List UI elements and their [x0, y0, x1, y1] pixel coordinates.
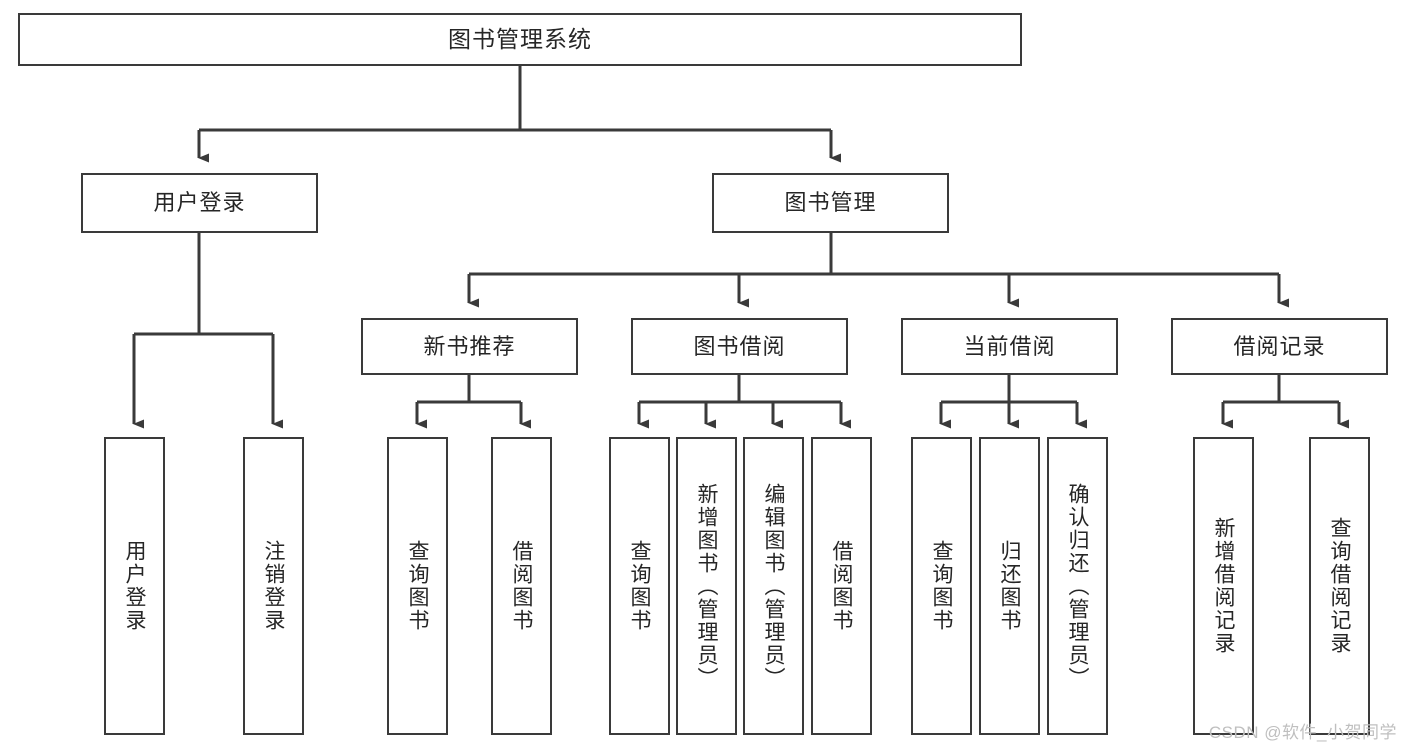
- leaf-book-borrow-query[interactable]: 查询图书: [609, 437, 670, 735]
- leaf-current-borrow-confirm-return[interactable]: 确认归还（管理员）: [1047, 437, 1108, 735]
- leaf-book-borrow-add[interactable]: 新增图书（管理员）: [676, 437, 737, 735]
- node-user-login[interactable]: 用户登录: [81, 173, 318, 233]
- node-new-book-recommend[interactable]: 新书推荐: [361, 318, 578, 375]
- leaf-new-book-borrow-label: 借阅图书: [510, 540, 533, 632]
- leaf-book-borrow-lend-label: 借阅图书: [830, 540, 853, 632]
- leaf-user-login-signout[interactable]: 注销登录: [243, 437, 304, 735]
- csdn-watermark: CSDN @软件_小贺同学: [1208, 723, 1397, 742]
- node-root-system[interactable]: 图书管理系统: [18, 13, 1022, 66]
- leaf-current-borrow-query-label: 查询图书: [930, 540, 953, 632]
- leaf-user-login-signin[interactable]: 用户登录: [104, 437, 165, 735]
- node-book-borrow[interactable]: 图书借阅: [631, 318, 848, 375]
- leaf-borrow-record-query-label: 查询借阅记录: [1328, 517, 1351, 655]
- leaf-new-book-borrow[interactable]: 借阅图书: [491, 437, 552, 735]
- leaf-new-book-query[interactable]: 查询图书: [387, 437, 448, 735]
- leaf-current-borrow-return[interactable]: 归还图书: [979, 437, 1040, 735]
- leaf-book-borrow-edit-label: 编辑图书（管理员）: [762, 482, 785, 690]
- node-new-book-recommend-label: 新书推荐: [423, 333, 516, 359]
- leaf-book-borrow-edit[interactable]: 编辑图书（管理员）: [743, 437, 804, 735]
- node-current-borrow[interactable]: 当前借阅: [901, 318, 1118, 375]
- leaf-user-login-signout-label: 注销登录: [262, 540, 285, 632]
- node-root-system-label: 图书管理系统: [448, 25, 592, 52]
- leaf-current-borrow-query[interactable]: 查询图书: [911, 437, 972, 735]
- leaf-borrow-record-add-label: 新增借阅记录: [1212, 517, 1235, 655]
- node-book-borrow-label: 图书借阅: [693, 333, 786, 359]
- leaf-borrow-record-query[interactable]: 查询借阅记录: [1309, 437, 1370, 735]
- node-book-management-label: 图书管理: [784, 190, 877, 216]
- node-book-management[interactable]: 图书管理: [712, 173, 949, 233]
- node-borrow-record[interactable]: 借阅记录: [1171, 318, 1388, 375]
- leaf-borrow-record-add[interactable]: 新增借阅记录: [1193, 437, 1254, 735]
- leaf-new-book-query-label: 查询图书: [406, 540, 429, 632]
- leaf-book-borrow-query-label: 查询图书: [628, 540, 651, 632]
- leaf-current-borrow-return-label: 归还图书: [998, 540, 1021, 632]
- node-borrow-record-label: 借阅记录: [1233, 333, 1326, 359]
- node-current-borrow-label: 当前借阅: [963, 333, 1056, 359]
- leaf-user-login-signin-label: 用户登录: [123, 540, 146, 632]
- leaf-book-borrow-add-label: 新增图书（管理员）: [695, 482, 718, 690]
- node-user-login-label: 用户登录: [153, 190, 246, 216]
- leaf-book-borrow-lend[interactable]: 借阅图书: [811, 437, 872, 735]
- leaf-current-borrow-confirm-return-label: 确认归还（管理员）: [1066, 482, 1089, 690]
